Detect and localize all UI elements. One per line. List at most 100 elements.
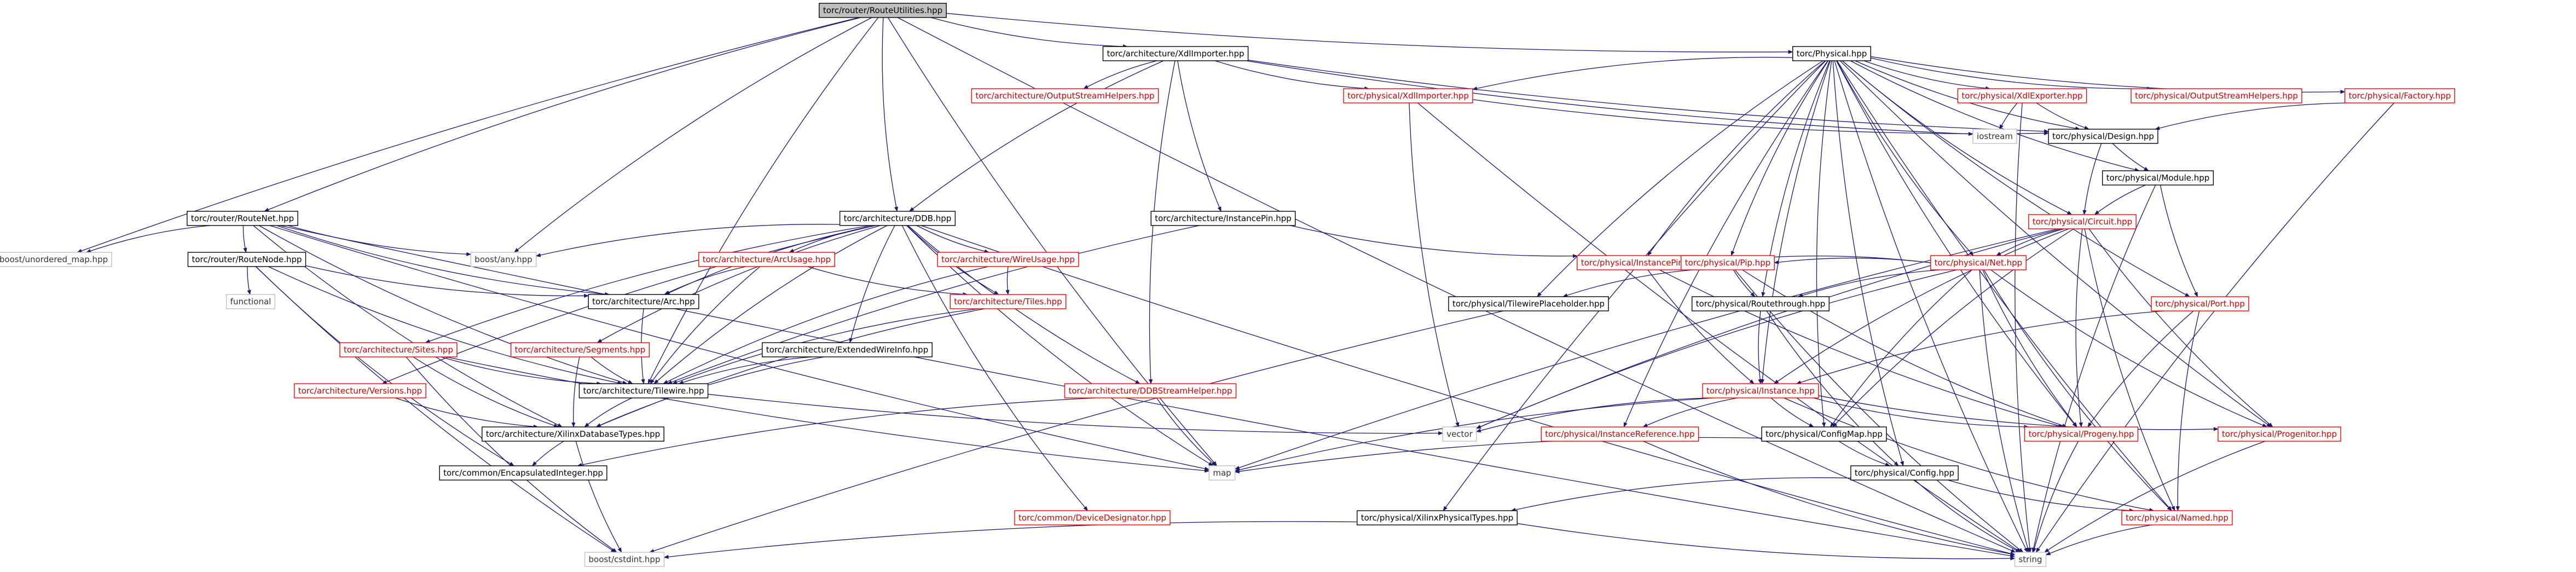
node-arch-outstream[interactable]: torc/architecture/OutputStreamHelpers.hp… — [971, 88, 1159, 103]
node-box — [819, 3, 947, 18]
node-label: torc/architecture/DDBStreamHelper.hpp — [1069, 386, 1232, 396]
node-instance-ref[interactable]: torc/physical/InstanceReference.hpp — [1541, 426, 1699, 442]
node-label: torc/physical/XdlImporter.hpp — [1347, 91, 1469, 101]
edge-net-to-vector — [1475, 269, 1957, 429]
edge-instance-to-named — [1784, 397, 2155, 512]
edge-design-to-circuit — [2082, 143, 2102, 215]
node-dev-designator[interactable]: torc/common/DeviceDesignator.hpp — [1014, 510, 1171, 525]
node-config[interactable]: torc/physical/Config.hpp — [1850, 465, 1959, 481]
edge-arc-usage-to-tilewire — [650, 266, 761, 384]
node-routethrough[interactable]: torc/physical/Routethrough.hpp — [1692, 296, 1830, 311]
edge-phys-xdlexporter-to-string — [2015, 102, 2032, 553]
node-tilewire-placeholder[interactable]: torc/physical/TilewirePlaceholder.hpp — [1448, 296, 1609, 311]
node-label: torc/architecture/InstancePin.hpp — [1155, 213, 1292, 223]
edge-routeutilities-to-boost-any — [514, 17, 872, 253]
node-map: map — [1208, 465, 1236, 481]
node-routenet[interactable]: torc/router/RouteNet.hpp — [187, 211, 298, 226]
edge-xdlimporter-to-iostream — [1246, 60, 1973, 136]
node-label: torc/architecture/Versions.hpp — [298, 386, 422, 396]
node-box — [1102, 46, 1249, 61]
node-label: torc/physical/Instance.hpp — [1706, 386, 1815, 396]
node-net[interactable]: torc/physical/Net.hpp — [1930, 255, 2027, 270]
node-phys-factory[interactable]: torc/physical/Factory.hpp — [2344, 88, 2456, 103]
node-xilinx-db-types[interactable]: torc/architecture/XilinxDatabaseTypes.hp… — [482, 426, 664, 442]
node-box — [588, 294, 699, 309]
node-module[interactable]: torc/physical/Module.hpp — [2102, 170, 2214, 186]
node-label: torc/physical/InstancePin.hpp — [1581, 258, 1701, 268]
node-ddb[interactable]: torc/architecture/DDB.hpp — [839, 211, 956, 226]
node-phys-xdlexporter[interactable]: torc/physical/XdlExporter.hpp — [1957, 88, 2087, 103]
node-tiles[interactable]: torc/architecture/Tiles.hpp — [950, 294, 1067, 309]
node-tilewire[interactable]: torc/architecture/Tilewire.hpp — [578, 383, 709, 398]
node-named[interactable]: torc/physical/Named.hpp — [2121, 510, 2233, 525]
node-label: torc/architecture/OutputStreamHelpers.hp… — [975, 91, 1154, 101]
node-label: boost/unordered_map.hpp — [0, 255, 108, 265]
node-label: torc/physical/ConfigMap.hpp — [1765, 429, 1883, 439]
node-box — [1692, 296, 1830, 311]
edge-xdlimporter-to-arch-instancepin — [1177, 60, 1222, 212]
node-box — [1761, 426, 1887, 442]
edge-physical-to-net — [1836, 60, 1974, 256]
edge-named-to-string — [2045, 524, 2152, 556]
edge-config-to-named — [1947, 479, 2134, 513]
edge-ddb-to-boost-any — [535, 224, 840, 257]
node-encap-int[interactable]: torc/common/EncapsulatedInteger.hpp — [439, 465, 607, 481]
edge-sites-to-cstdint — [406, 356, 617, 553]
node-arc[interactable]: torc/architecture/Arc.hpp — [588, 294, 699, 309]
node-box — [1448, 296, 1609, 311]
node-box — [2014, 552, 2047, 567]
node-box — [1850, 465, 1959, 481]
edge-physical-to-module — [1850, 60, 2140, 172]
node-box — [187, 252, 306, 267]
node-label: torc/common/DeviceDesignator.hpp — [1018, 513, 1166, 523]
node-instance[interactable]: torc/physical/Instance.hpp — [1702, 383, 1819, 398]
edge-ddb-to-wire-usage — [916, 225, 989, 253]
edge-port-to-named — [2175, 310, 2200, 511]
node-arc-usage[interactable]: torc/architecture/ArcUsage.hpp — [698, 252, 835, 267]
node-box — [578, 383, 709, 398]
node-ddb-stream[interactable]: torc/architecture/DDBStreamHelper.hpp — [1064, 383, 1237, 398]
node-circuit[interactable]: torc/physical/Circuit.hpp — [2028, 214, 2137, 229]
node-phys-xdlimporter[interactable]: torc/physical/XdlImporter.hpp — [1343, 88, 1473, 103]
node-sites[interactable]: torc/architecture/Sites.hpp — [339, 342, 458, 357]
node-box — [2102, 170, 2214, 186]
edge-ddb-to-sites — [425, 225, 871, 343]
node-pip[interactable]: torc/physical/Pip.hpp — [1681, 255, 1775, 270]
edge-config-to-string — [1914, 479, 2021, 553]
node-configmap[interactable]: torc/physical/ConfigMap.hpp — [1761, 426, 1887, 442]
edge-physical-to-instance-ref — [1623, 60, 1828, 427]
edge-instance-to-vector — [1475, 397, 1711, 432]
node-box — [950, 294, 1067, 309]
edge-sites-to-map — [445, 356, 1210, 473]
node-segments[interactable]: torc/architecture/Segments.hpp — [510, 342, 650, 357]
node-routeutilities[interactable]: torc/router/RouteUtilities.hpp — [819, 3, 947, 18]
node-label: torc/physical/Factory.hpp — [2349, 91, 2451, 101]
edge-ddb-to-segments — [597, 225, 881, 343]
node-versions[interactable]: torc/architecture/Versions.hpp — [294, 383, 426, 398]
edge-ddb-to-tilewire — [653, 225, 888, 384]
edge-ddb-to-string — [921, 225, 2016, 556]
node-phys-outstream[interactable]: torc/physical/OutputStreamHelpers.hpp — [2131, 88, 2302, 103]
node-progenitor[interactable]: torc/physical/Progenitor.hpp — [2218, 426, 2341, 442]
node-routenode[interactable]: torc/router/RouteNode.hpp — [187, 252, 306, 267]
node-physical[interactable]: torc/Physical.hpp — [1792, 46, 1871, 61]
node-box — [2151, 296, 2249, 311]
node-xdlimporter[interactable]: torc/architecture/XdlImporter.hpp — [1102, 46, 1249, 61]
edge-physical-to-progenitor — [1839, 60, 2272, 427]
edge-module-to-circuit — [2094, 184, 2146, 215]
header-nodes: torc/router/RouteUtilities.hpp torc/archi… — [0, 3, 2456, 567]
node-label: torc/physical/Config.hpp — [1855, 468, 1954, 478]
node-port[interactable]: torc/physical/Port.hpp — [2151, 296, 2249, 311]
node-box — [1014, 510, 1171, 525]
node-design[interactable]: torc/physical/Design.hpp — [2048, 129, 2158, 144]
node-label: torc/architecture/Tiles.hpp — [954, 297, 1062, 307]
node-wire-usage[interactable]: torc/architecture/WireUsage.hpp — [937, 252, 1079, 267]
node-string: string — [2014, 552, 2047, 567]
node-ext-wireinfo[interactable]: torc/architecture/ExtendedWireInfo.hpp — [762, 342, 933, 357]
node-progeny[interactable]: torc/physical/Progeny.hpp — [2024, 426, 2139, 442]
edge-routenet-to-tilewire — [258, 225, 628, 385]
node-xilinx-phys-types[interactable]: torc/physical/XilinxPhysicalTypes.hpp — [1357, 510, 1518, 525]
node-arch-instancepin[interactable]: torc/architecture/InstancePin.hpp — [1150, 211, 1296, 226]
edge-instance-ref-to-string — [1643, 441, 2016, 556]
node-label: iostream — [1977, 131, 2013, 141]
